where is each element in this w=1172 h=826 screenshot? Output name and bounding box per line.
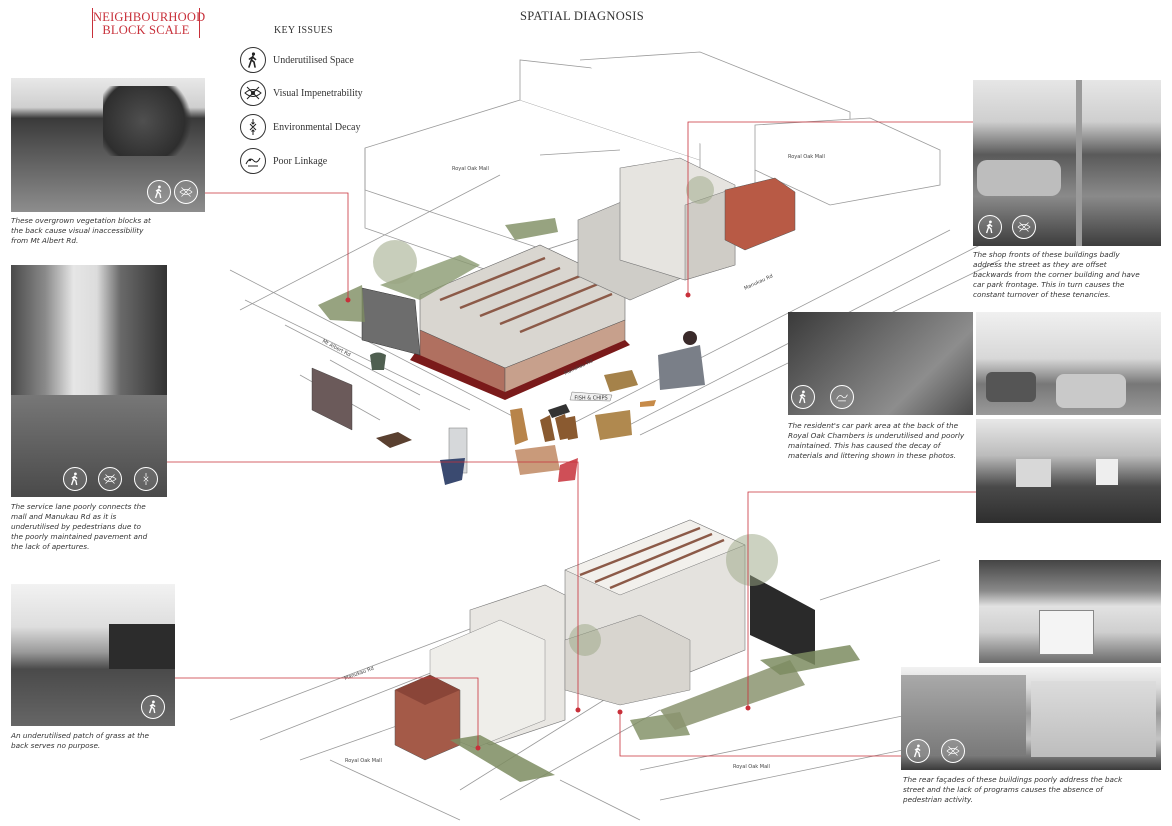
arrows-x-icon — [240, 114, 266, 140]
crossed-eye-icon — [174, 180, 198, 204]
crossed-eye-icon — [941, 739, 965, 763]
road-label: Royal Oak Mall — [788, 154, 825, 160]
photo-car-park-ground — [788, 312, 973, 415]
crossed-eye-icon — [98, 467, 122, 491]
key-title: KEY ISSUES — [274, 25, 334, 36]
pedestrian-icon — [63, 467, 87, 491]
road-label: Royal Oak Mall — [452, 166, 489, 172]
photo-shop-fronts — [973, 80, 1161, 246]
key-item-decay: Environmental Decay — [240, 113, 360, 141]
road-label: Manukau Rd — [743, 273, 774, 292]
photo-car-park-cars — [976, 312, 1161, 415]
photo-rear-building — [979, 560, 1161, 663]
linkage-icon — [240, 148, 266, 174]
caption-shop-fronts: The shop fronts of these buildings badly… — [973, 250, 1140, 299]
photo-car-park-litter — [976, 419, 1161, 523]
road-label: Manukau Rd — [344, 666, 375, 682]
key-label: Underutilised Space — [273, 54, 354, 66]
key-label: Poor Linkage — [273, 155, 328, 167]
lower-building-model — [394, 519, 860, 782]
crossed-eye-icon — [240, 80, 266, 106]
pedestrian-icon — [141, 695, 165, 719]
linkage-icon — [830, 385, 854, 409]
caption-car-park: The resident's car park area at the back… — [788, 421, 965, 460]
photo-grass-patch — [11, 584, 175, 726]
scale-title-line1: NEIGHBOURHOOD — [93, 10, 206, 24]
caption-grass-patch: An underutilised patch of grass at the b… — [11, 731, 150, 750]
fish-and-chips-sign: FISH & CHIPS — [574, 396, 607, 402]
road-label: Royal Oak Mall — [345, 758, 382, 764]
photo-rear-facades — [901, 667, 1161, 770]
pedestrian-icon — [240, 47, 266, 73]
arrows-x-icon — [134, 467, 158, 491]
photo-service-lane — [11, 265, 167, 497]
crossed-eye-icon — [1012, 215, 1036, 239]
scale-title: NEIGHBOURHOOD BLOCK SCALE — [92, 8, 206, 38]
caption-service-lane: The service lane poorly connects the mal… — [11, 502, 148, 551]
road-label: Mt Albert Rd — [321, 338, 351, 358]
pedestrian-icon — [906, 739, 930, 763]
pedestrian-icon — [147, 180, 171, 204]
caption-vegetation: These overgrown vegetation blocks at the… — [11, 216, 151, 245]
page-title: SPATIAL DIAGNOSIS — [520, 9, 644, 23]
scale-title-line2: BLOCK SCALE — [102, 23, 190, 37]
road-label: Royal Oak Mall — [733, 764, 770, 770]
street-objects: FISH & CHIPS — [311, 331, 705, 485]
leader-lines — [167, 121, 976, 757]
key-label: Environmental Decay — [273, 121, 361, 133]
pedestrian-icon — [791, 385, 815, 409]
pedestrian-icon — [978, 215, 1002, 239]
key-item-underutilised: Underutilised Space — [240, 46, 354, 74]
key-item-linkage: Poor Linkage — [240, 147, 327, 175]
photo-vegetation — [11, 78, 205, 212]
caption-rear-facades: The rear façades of these buildings poor… — [903, 775, 1123, 804]
key-label: Visual Impenetrability — [273, 87, 363, 99]
upper-building-model — [318, 157, 796, 400]
key-item-visual: Visual Impenetrability — [240, 79, 363, 107]
